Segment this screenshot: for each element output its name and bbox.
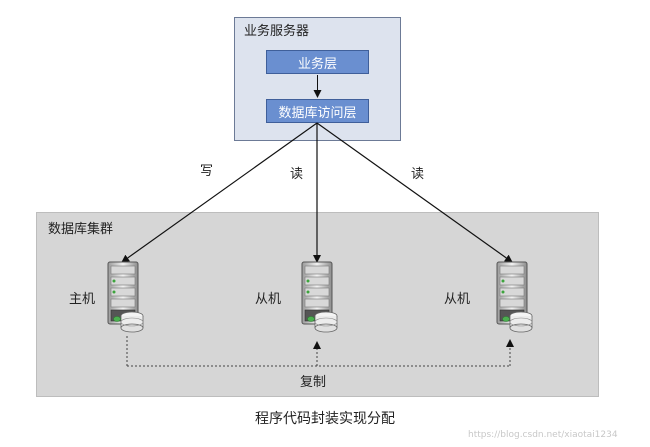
master-label: 主机	[69, 292, 96, 307]
business-layer-box: 业务层	[266, 50, 369, 74]
slave2-label: 从机	[444, 292, 471, 307]
db-access-layer-box: 数据库访问层	[266, 99, 369, 123]
replication-label: 复制	[300, 375, 327, 390]
business-server-title: 业务服务器	[244, 24, 310, 39]
watermark: https://blog.csdn.net/xiaotai1234	[468, 430, 618, 440]
slave1-label: 从机	[255, 292, 282, 307]
slave2-db-server-icon	[496, 261, 533, 333]
write-arrow	[121, 122, 318, 263]
master-db-server-icon	[107, 261, 144, 333]
read-label-middle: 读	[290, 167, 304, 182]
write-label: 写	[200, 164, 214, 179]
read-arrow-right	[316, 122, 513, 263]
replication-connector	[126, 336, 511, 367]
figure-caption: 程序代码封装实现分配	[255, 411, 395, 427]
slave1-db-server-icon	[301, 261, 338, 333]
read-label-right: 读	[411, 167, 425, 182]
db-cluster-title: 数据库集群	[48, 222, 114, 237]
